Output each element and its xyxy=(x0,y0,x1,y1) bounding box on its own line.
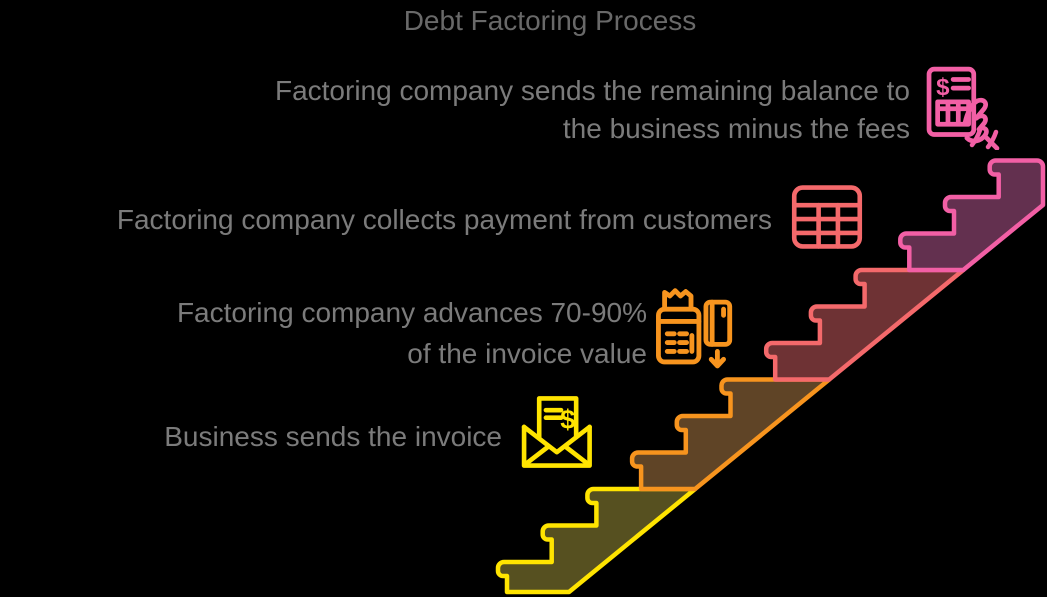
step-3-label-line: Factoring company collects payment from … xyxy=(116,204,772,235)
dollar-glyph: $ xyxy=(560,405,575,435)
step-2-label-line: of the invoice value xyxy=(407,338,647,369)
invoice-hand-icon: $ xyxy=(926,66,1000,150)
step-4-label-line: Factoring company sends the remaining ba… xyxy=(274,75,910,106)
letter-sheet xyxy=(536,396,579,440)
table-grid-icon xyxy=(791,185,863,249)
stair-section-4 xyxy=(898,158,1046,273)
invoice-lines xyxy=(950,77,971,91)
table-columns xyxy=(816,202,841,249)
envelope-creases xyxy=(521,424,592,467)
step-1-label: Business sends the invoice xyxy=(164,417,502,457)
invoice-table xyxy=(935,99,971,127)
page-title: Debt Factoring Process xyxy=(403,5,697,36)
envelope-body xyxy=(521,424,592,468)
stair-section-3 xyxy=(763,267,966,382)
step-4-label: Factoring company sends the remaining ba… xyxy=(275,72,910,148)
step-3-label: Factoring company collects payment from … xyxy=(117,200,772,240)
credit-card xyxy=(703,299,733,347)
step-2-label-line: Factoring company advances 70-90% xyxy=(176,297,647,328)
stair-section-1 xyxy=(495,486,698,595)
down-arrow-icon xyxy=(708,348,726,369)
envelope-invoice-icon: $ xyxy=(521,396,592,468)
step-2-label: Factoring company advances 70-90% of the… xyxy=(177,292,647,374)
step-1-label-line: Business sends the invoice xyxy=(164,421,502,452)
letter-lines xyxy=(543,407,564,421)
pos-terminal-card-icon xyxy=(656,288,733,369)
hand-wrist xyxy=(982,133,1000,150)
card-stripe xyxy=(709,299,726,347)
stair-section-2 xyxy=(629,377,832,492)
step-4-label-line: the business minus the fees xyxy=(562,113,910,144)
keypad xyxy=(664,331,695,354)
receipt xyxy=(662,288,694,312)
table-rows xyxy=(791,202,863,236)
terminal-body xyxy=(656,306,702,365)
dollar-glyph: $ xyxy=(936,74,950,101)
